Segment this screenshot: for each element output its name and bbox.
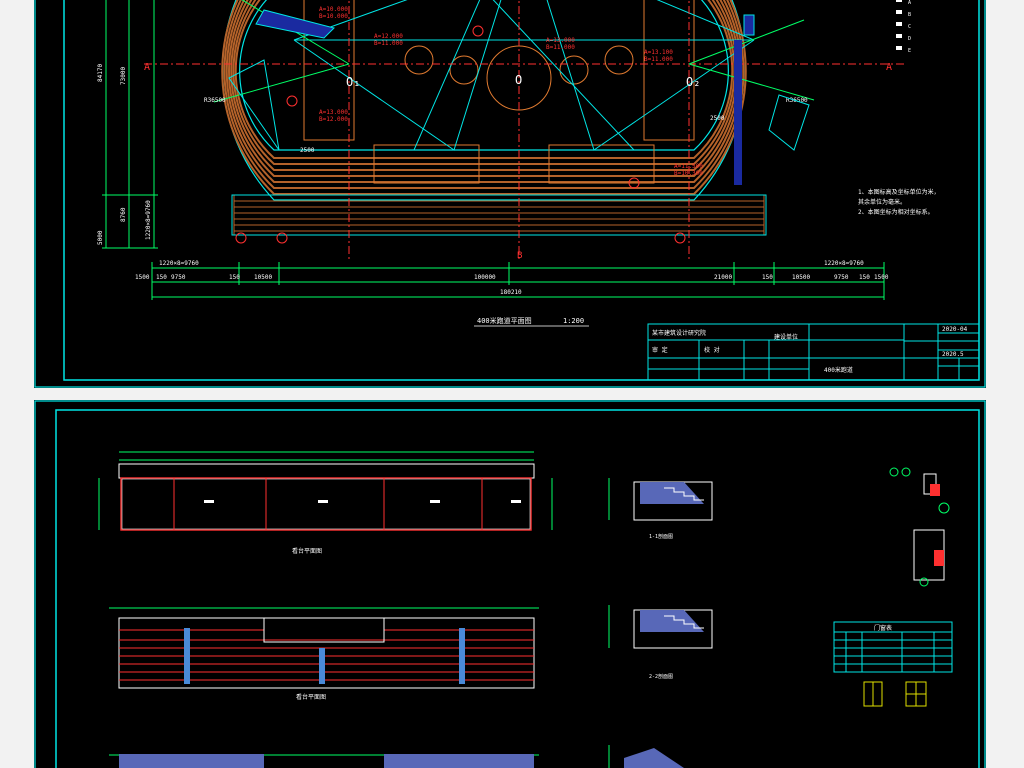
drawing-frame (63, 0, 980, 381)
dim-bottom: 10500 (792, 274, 810, 281)
note-line: 1、本图标高及坐标单位为米， (858, 188, 940, 196)
dim-bottom: 150 (229, 274, 240, 281)
reference-markers (235, 25, 686, 244)
dim-total: 180210 (500, 289, 522, 296)
dim-bottom: 150 (762, 274, 773, 281)
dim-bottom: 9750 (834, 274, 849, 281)
dim-left: 5000 (97, 230, 104, 245)
axis-label-right: A (886, 62, 892, 73)
sheet-border (34, 400, 986, 768)
section-2-2 (608, 605, 713, 649)
center-o: O (515, 73, 522, 87)
center-o1: O₁ (346, 75, 360, 89)
dim-bottom: 1500 (874, 274, 889, 281)
dim-small-left: 2500 (300, 147, 315, 154)
elevation-label: A=13.000 (319, 109, 348, 116)
dim-left: 73000 (120, 67, 127, 85)
note-line: 2、本图坐标为相对坐标系。 (858, 208, 934, 216)
dim-bottom: 150 (156, 274, 167, 281)
drawing-scale: 1:200 (563, 317, 584, 325)
title-block (647, 323, 980, 381)
section-1-label: 1-1剖面图 (649, 533, 673, 540)
note-line: 其余单位为毫米。 (858, 198, 906, 206)
detail-drawings (889, 467, 950, 587)
left-dimensions (102, 0, 158, 249)
equipment-box-right (743, 14, 755, 36)
axis-lines (144, 0, 904, 262)
dim-small-right: 2500 (710, 115, 725, 122)
section-3-partial (608, 745, 684, 768)
approve-label: 审 定 (652, 346, 668, 354)
drawing-name: 400米跑道 (824, 366, 853, 374)
svg-text:A: A (908, 0, 911, 6)
elevation-label: B=10.000 (319, 13, 348, 20)
project-no: 2020-04 (942, 326, 968, 333)
elevation-label: B=11.000 (546, 44, 575, 51)
axis-label-left: A (144, 62, 150, 73)
general-notes: 1、本图标高及坐标单位为米， 其余单位为毫米。 2、本图坐标为相对坐标系。 (858, 188, 940, 216)
section-2-label: 2-2剖面图 (649, 673, 673, 680)
unit-label: 建设单位 (774, 333, 798, 341)
dim-left: 8760 (120, 207, 127, 222)
elevation-label: B=10.300 (674, 170, 703, 177)
grandstand-elevation (109, 754, 539, 768)
dim-left: 1220×8=9760 (145, 200, 152, 240)
center-o2: O₂ (686, 75, 700, 89)
dim-bottom: 150 (859, 274, 870, 281)
grandstand-seating-plan (109, 607, 539, 689)
door-window-table (833, 621, 953, 673)
high-jump-area-right (768, 94, 810, 151)
grandstand-plan-label: 看台平面图 (292, 547, 322, 555)
football-field (293, 0, 755, 184)
elevation-label: B=11.000 (644, 56, 673, 63)
check-label: 校 对 (704, 346, 720, 354)
elevation-label: A=13.000 (546, 37, 575, 44)
dim-bottom: 9750 (171, 274, 186, 281)
dim-bottom: 100000 (474, 274, 496, 281)
dim-bottom: 1500 (135, 274, 150, 281)
svg-text:B: B (908, 12, 911, 18)
drawing-sheet-track-plan: A A B O₁ O O₂ R36500 R36500 A=10.000 B=1… (34, 0, 986, 388)
dim-bottom: 10500 (254, 274, 272, 281)
sheet-border (34, 0, 986, 388)
elevation-label: B=12.000 (319, 116, 348, 123)
axis-label-bottom: B (517, 251, 522, 261)
dim-bottom-upper: 1220×8=9760 (159, 260, 199, 267)
svg-text:D: D (908, 36, 911, 42)
window-elevations (863, 681, 927, 707)
dim-bottom: 21000 (714, 274, 732, 281)
floor-plan-label: 看台平面图 (296, 693, 326, 701)
drawing-sheet-grandstand: 看台平面图 看台平面图 1-1剖面图 2-2剖面图 (34, 400, 986, 768)
shot-put-area (228, 59, 280, 151)
elevation-label: A=12.000 (374, 33, 403, 40)
dim-left: 84170 (97, 64, 104, 82)
radius-left: R36500 (204, 97, 226, 104)
grandstand-plan (98, 451, 553, 531)
runway-right (734, 40, 742, 185)
svg-text:E: E (908, 48, 911, 54)
door-window-table-title: 门窗表 (874, 624, 892, 632)
section-1-1 (608, 478, 713, 521)
drawing-date: 2020.5 (942, 351, 964, 358)
drawing-frame (55, 409, 980, 768)
dim-bottom-upper: 1220×8=9760 (824, 260, 864, 267)
elevation-label: B=11.000 (374, 40, 403, 47)
bottom-dimensions (151, 262, 885, 300)
elevation-label: A=11.500 (674, 163, 703, 170)
company-name: 某市建筑设计研究院 (652, 329, 706, 337)
svg-text:C: C (908, 24, 911, 30)
elevation-label: A=13.100 (644, 49, 673, 56)
long-jump-pit-left (255, 9, 335, 39)
drawing-title: 400米跑道平面图 (477, 316, 532, 325)
running-track (221, 0, 767, 236)
legend: A B C D E (896, 0, 911, 54)
elevation-label: A=10.000 (319, 6, 348, 13)
